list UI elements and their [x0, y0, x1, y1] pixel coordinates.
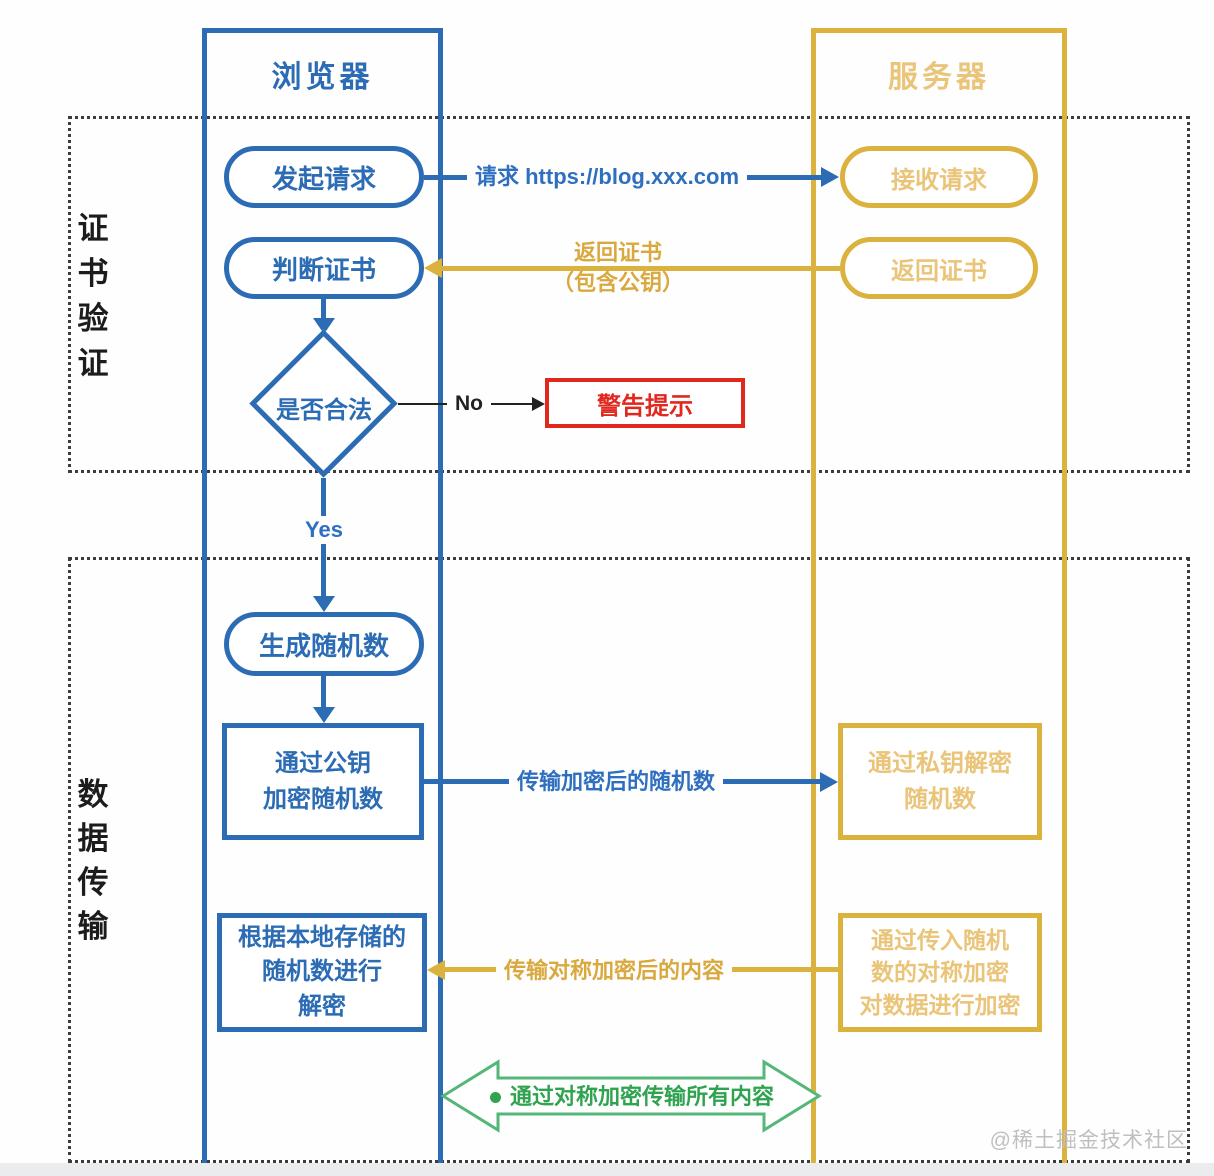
return-cert-arrow-head	[424, 258, 442, 278]
bottom-gray-strip	[0, 1163, 1214, 1176]
request-arrow-head	[821, 167, 839, 187]
no-arrow-label: No	[447, 390, 491, 418]
server-lane-title: 服务器	[888, 61, 990, 94]
generate-to-encrypt-line	[321, 676, 326, 709]
browser-lane	[202, 28, 443, 1163]
node-return-cert: 返回证书	[840, 237, 1038, 299]
node-encrypt-symmetric: 通过传入随机 数的对称加密 对数据进行加密	[838, 913, 1042, 1032]
node-generate-random: 生成随机数	[224, 612, 424, 676]
request-arrow-label: 请求 https://blog.xxx.com	[466, 163, 748, 191]
return-cert-arrow-line	[440, 266, 840, 271]
node-warning: 警告提示	[545, 378, 745, 428]
return-cert-arrow-label: 返回证书 （包含公钥）	[551, 240, 685, 295]
yes-arrow-head	[313, 596, 335, 612]
green-bullet-icon	[489, 1091, 501, 1103]
node-start-request: 发起请求	[224, 146, 424, 208]
data-section-frame	[68, 557, 1190, 1163]
node-judge-cert: 判断证书	[224, 237, 424, 299]
browser-lane-title: 浏览器	[271, 61, 374, 94]
symmetric-transfer-double-arrow	[440, 1059, 822, 1133]
judge-to-decision-line	[321, 299, 326, 322]
decision-diamond-label: 是否合法	[276, 397, 372, 424]
send-content-arrow-head	[427, 960, 445, 980]
watermark: @稀土掘金技术社区	[989, 1129, 1188, 1152]
send-random-arrow-label: 传输加密后的随机数	[508, 768, 724, 796]
send-random-arrow-head	[820, 772, 838, 792]
no-arrow-head	[532, 397, 545, 411]
cert-section-label: 证书验证	[77, 211, 109, 381]
yes-arrow-label: Yes	[297, 516, 351, 544]
server-lane	[811, 28, 1067, 1163]
judge-to-decision-head	[313, 318, 335, 334]
send-content-arrow-label: 传输对称加密后的内容	[495, 956, 733, 986]
cert-section-frame	[68, 116, 1190, 473]
node-receive-request: 接收请求	[840, 146, 1038, 208]
generate-to-encrypt-head	[313, 707, 335, 723]
data-section-label: 数据传输	[77, 777, 109, 944]
symmetric-transfer-label: 通过对称加密传输所有内容	[462, 1083, 802, 1111]
node-decrypt-local: 根据本地存储的 随机数进行 解密	[217, 913, 427, 1032]
node-decrypt-private-key: 通过私钥解密 随机数	[838, 723, 1042, 840]
node-encrypt-public-key: 通过公钥 加密随机数	[222, 723, 424, 840]
symmetric-transfer-text: 通过对称加密传输所有内容	[509, 1084, 774, 1109]
